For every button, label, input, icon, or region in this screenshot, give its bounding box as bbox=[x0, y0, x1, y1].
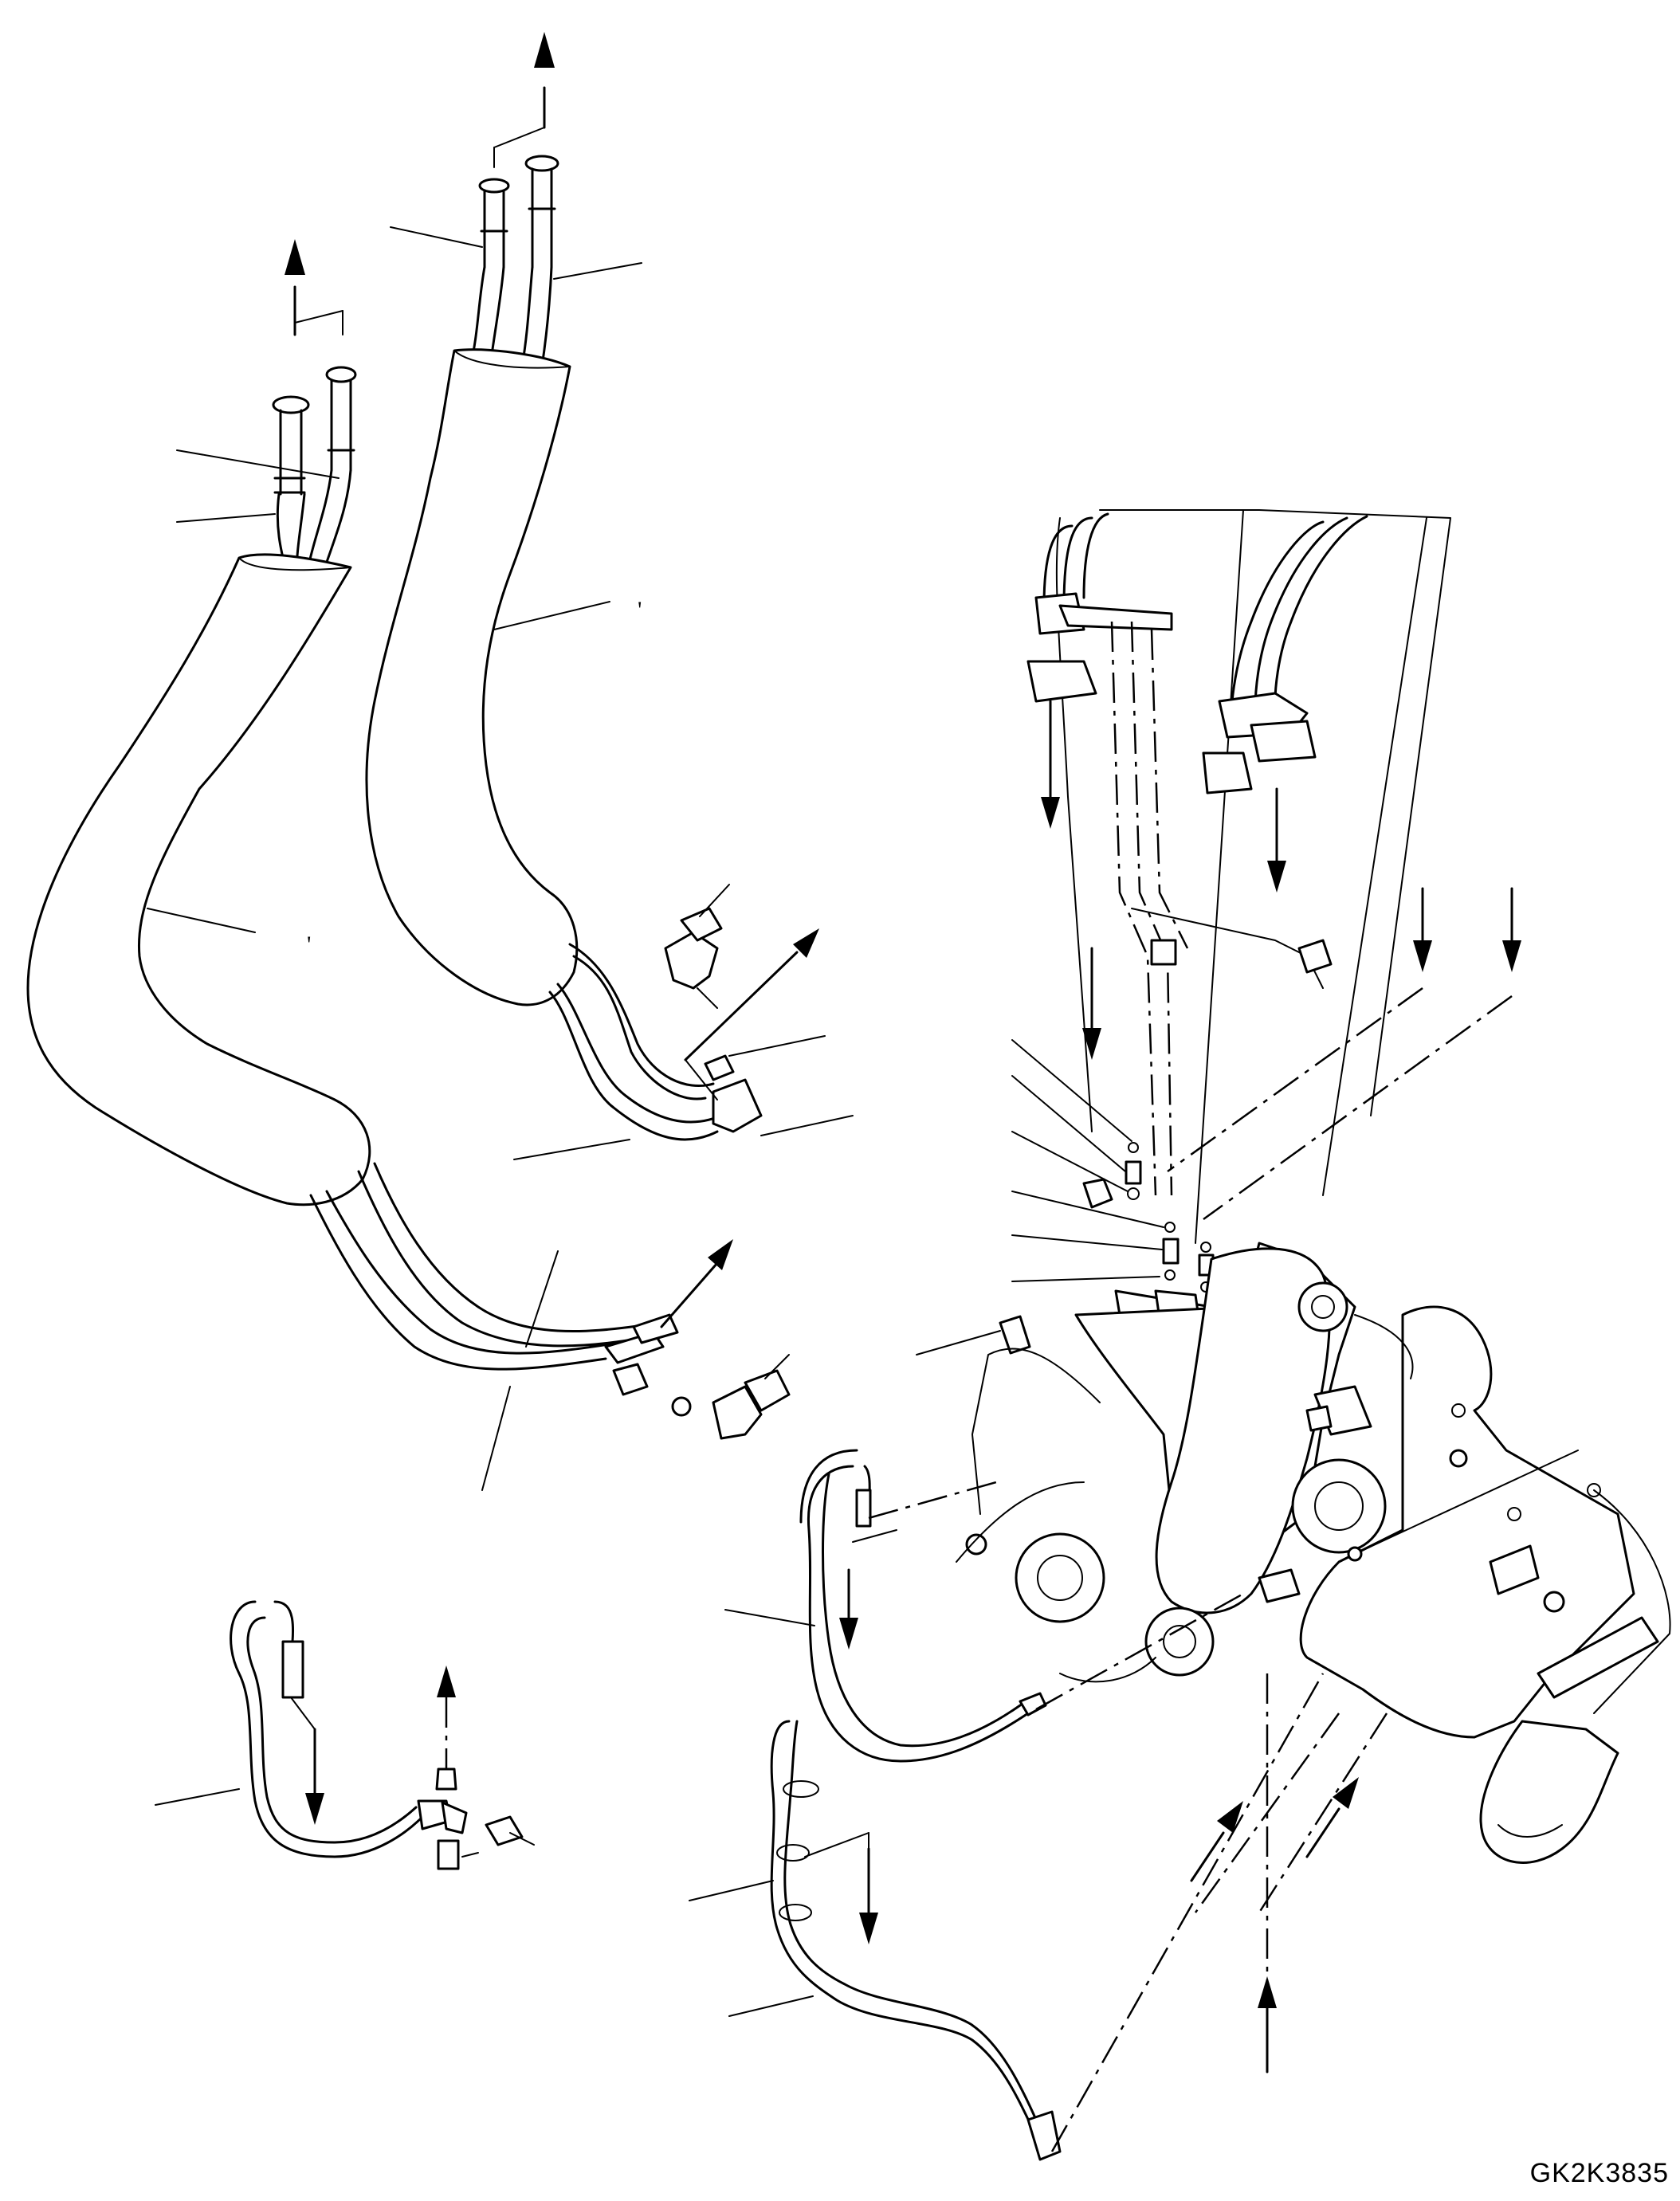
leader-line bbox=[1011, 1191, 1164, 1228]
leader-line bbox=[1011, 1131, 1129, 1192]
fitting-stack bbox=[916, 1039, 1221, 1356]
leader-line bbox=[481, 1386, 511, 1491]
leader-line bbox=[764, 1354, 790, 1379]
leader-line bbox=[147, 908, 256, 933]
leader-line bbox=[525, 1250, 559, 1348]
leader-line bbox=[728, 1995, 814, 2017]
leader-line bbox=[1011, 1276, 1160, 1282]
hook bbox=[1479, 1720, 1619, 1864]
leader-line bbox=[1011, 1234, 1163, 1250]
pin-joint bbox=[1015, 1532, 1105, 1623]
hose-end-fitting bbox=[524, 155, 559, 172]
leader-line bbox=[155, 1788, 240, 1806]
leader-line bbox=[916, 1330, 1001, 1356]
pin-joint bbox=[1291, 1458, 1387, 1554]
pin-joint bbox=[1144, 1607, 1215, 1677]
leader-line bbox=[390, 226, 483, 248]
arrow-head-icon bbox=[285, 239, 305, 275]
elbow-fitting bbox=[664, 931, 719, 990]
hose-group-c bbox=[155, 1600, 535, 1870]
leader-line bbox=[760, 1115, 854, 1136]
drawing-code-label: GK2K3835 bbox=[1529, 2158, 1669, 2188]
leader-line bbox=[553, 262, 642, 280]
protective-sleeve bbox=[365, 348, 579, 1006]
tick-mark: ' bbox=[638, 597, 642, 623]
hose-group-d bbox=[689, 1449, 1062, 2161]
elbow-fitting bbox=[712, 1385, 763, 1440]
coupler-body bbox=[1299, 1305, 1635, 1739]
hose-group-b bbox=[365, 32, 854, 1160]
hose-end-fitting bbox=[325, 366, 357, 383]
leader-line bbox=[513, 1139, 630, 1160]
leader-line bbox=[176, 513, 276, 523]
leader-line bbox=[1354, 1450, 1579, 1555]
tick-mark: ' bbox=[307, 932, 311, 958]
leader-line bbox=[699, 884, 730, 917]
hose-end-fitting bbox=[478, 178, 510, 194]
protective-sleeve bbox=[26, 553, 371, 1206]
leader-line bbox=[724, 1609, 815, 1626]
arrow-head-icon bbox=[534, 32, 555, 68]
hose-end-fitting bbox=[272, 395, 310, 414]
boom-arm-assembly bbox=[916, 509, 1671, 2152]
link-plate bbox=[1155, 1247, 1331, 1614]
leader-line bbox=[1011, 1075, 1126, 1172]
leader-line bbox=[728, 1035, 826, 1057]
hose-group-a bbox=[26, 239, 791, 1491]
leader-line bbox=[1011, 1039, 1132, 1142]
leader-line bbox=[689, 1880, 774, 1901]
leader-line bbox=[493, 601, 610, 630]
leader-line bbox=[176, 449, 340, 479]
